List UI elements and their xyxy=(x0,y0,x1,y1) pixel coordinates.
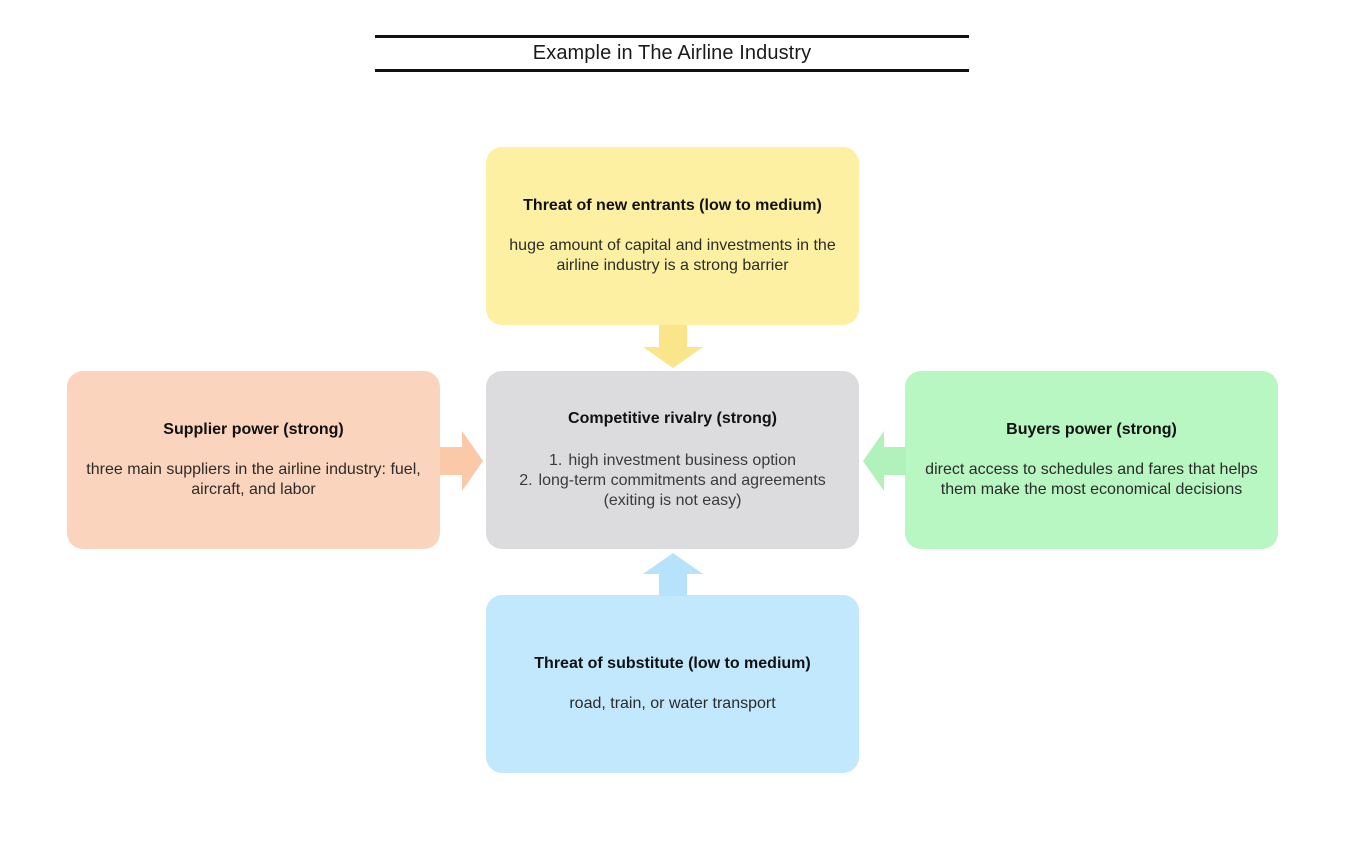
buyers-power-body: direct access to schedules and fares tha… xyxy=(925,460,1258,498)
buyers-power-card: Buyers power (strong) direct access to s… xyxy=(905,371,1278,549)
supplier-power-body: three main suppliers in the airline indu… xyxy=(86,460,421,498)
supplier-power-card: Supplier power (strong) three main suppl… xyxy=(67,371,440,549)
substitute-heading: Threat of substitute (low to medium) xyxy=(534,655,811,673)
substitute-body: road, train, or water transport xyxy=(569,694,776,712)
competitive-rivalry-heading: Competitive rivalry (strong) xyxy=(568,410,777,428)
up-arrow-icon xyxy=(643,553,703,596)
left-arrow-icon xyxy=(863,431,906,491)
substitute-card: Threat of substitute (low to medium) roa… xyxy=(486,595,859,773)
competitive-rivalry-list: 1. high investment business option 2. long… xyxy=(497,451,849,511)
rivalry-list-item: 2. long-term commitments and agreements (… xyxy=(497,471,849,511)
competitive-rivalry-card: Competitive rivalry (strong) 1. high inve… xyxy=(486,371,859,549)
rivalry-list-item: 1. high investment business option xyxy=(497,451,849,471)
new-entrants-body: huge amount of capital and investments i… xyxy=(509,236,836,274)
diagram-title: Example in The Airline Industry xyxy=(532,42,812,64)
new-entrants-heading: Threat of new entrants (low to medium) xyxy=(523,197,822,215)
diagram-title-bar: Example in The Airline Industry xyxy=(375,35,969,72)
right-arrow-icon xyxy=(440,431,483,491)
rivalry-item-number: 2. xyxy=(519,471,533,489)
new-entrants-card: Threat of new entrants (low to medium) h… xyxy=(486,147,859,325)
down-arrow-icon xyxy=(643,325,703,368)
buyers-power-heading: Buyers power (strong) xyxy=(1006,421,1177,439)
rivalry-item-text: long-term commitments and agreements (ex… xyxy=(538,471,826,509)
rivalry-item-number: 1. xyxy=(548,451,563,469)
supplier-power-heading: Supplier power (strong) xyxy=(163,421,344,439)
rivalry-item-text: high investment business option xyxy=(568,451,797,469)
